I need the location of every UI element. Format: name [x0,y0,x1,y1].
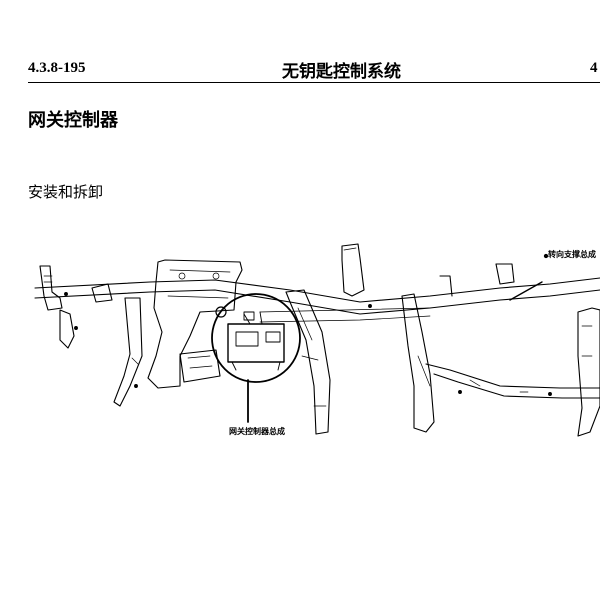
steering-support-drawing [34,243,600,437]
page-number: 4.3.8-195 [28,60,86,76]
header-rule [28,82,600,83]
callout-steering-support: 转向支撑总成 [548,250,596,259]
chapter-marker: 4 [590,60,598,76]
page-header: 4.3.8-195 无钥匙控制系统 4 [0,52,600,82]
chapter-title: 无钥匙控制系统 [282,62,401,82]
section-title: 网关控制器 [28,110,118,131]
section-subtitle: 安装和拆卸 [28,183,104,201]
technical-illustration [30,236,600,451]
callout-gateway-controller: 网关控制器总成 [229,427,285,436]
